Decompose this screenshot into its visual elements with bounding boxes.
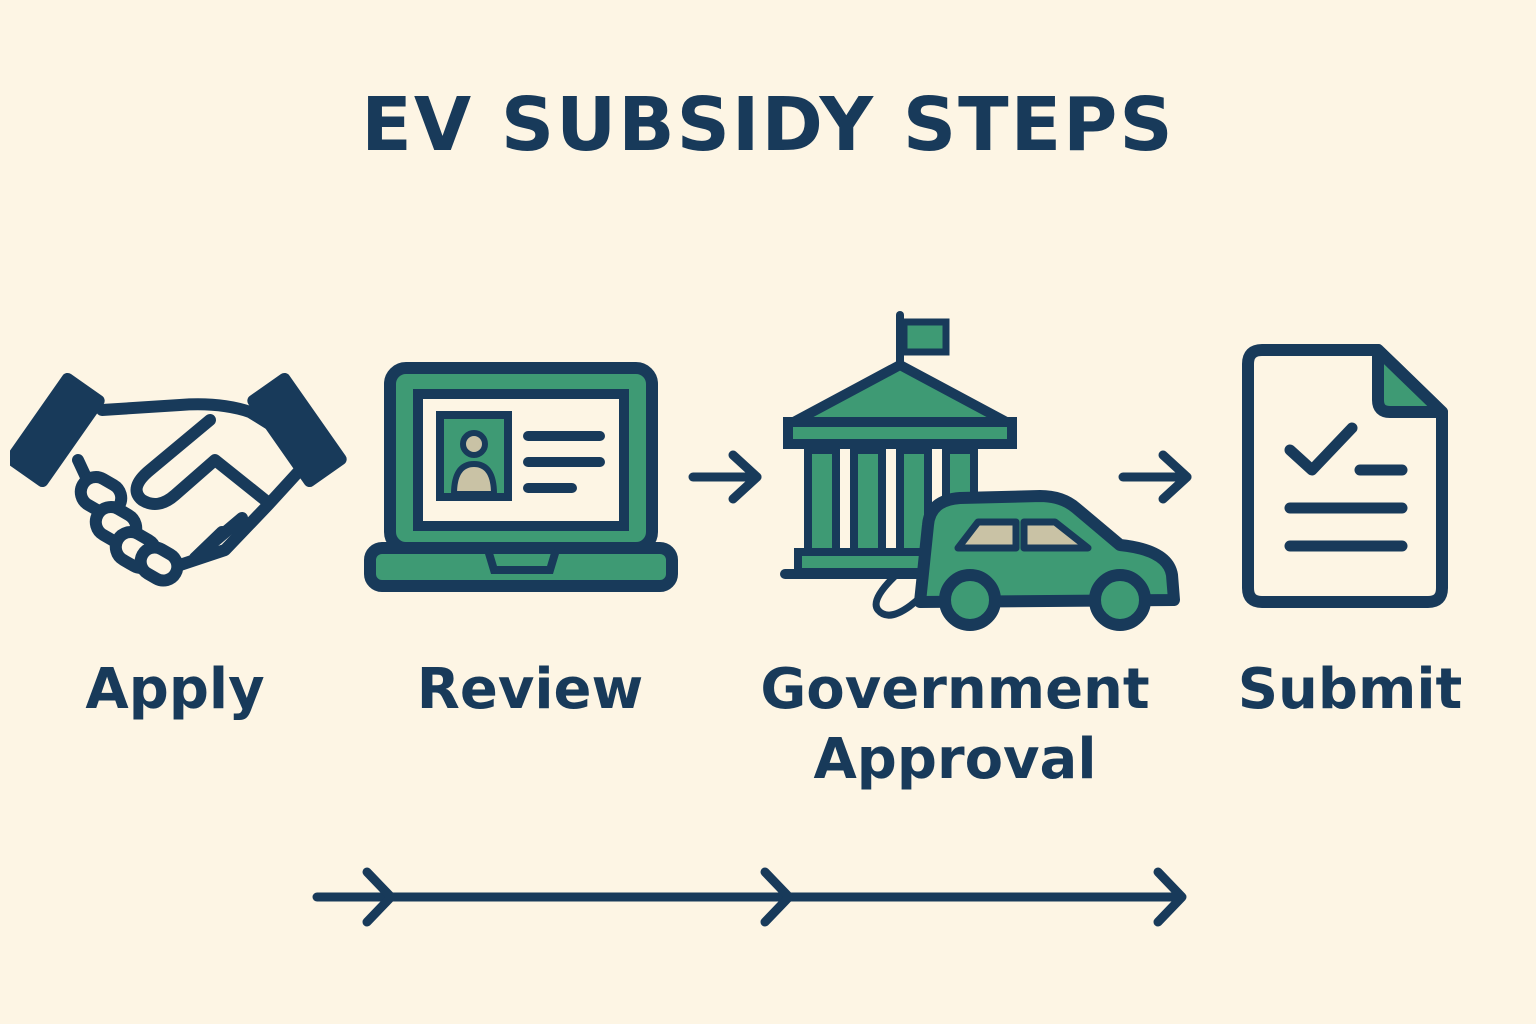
step-label-submit: Submit [1237, 657, 1463, 722]
handshake-icon [10, 372, 347, 587]
arrow-right-icon [1118, 450, 1192, 504]
step-label-line2: Approval [813, 727, 1097, 792]
timeline-arrow-icon [312, 867, 1187, 927]
step-label-government-approval: Government Approval [755, 655, 1155, 795]
diagram-title: EV SUBSIDY STEPS [361, 82, 1175, 168]
arrow-right-icon [688, 450, 762, 504]
step-label-line1: Government [760, 657, 1150, 722]
step-label-apply: Apply [85, 657, 265, 722]
government-building-car-icon [780, 311, 1180, 631]
laptop-profile-icon [364, 362, 678, 592]
checklist-document-icon [1242, 344, 1448, 608]
step-label-review: Review [416, 657, 644, 722]
